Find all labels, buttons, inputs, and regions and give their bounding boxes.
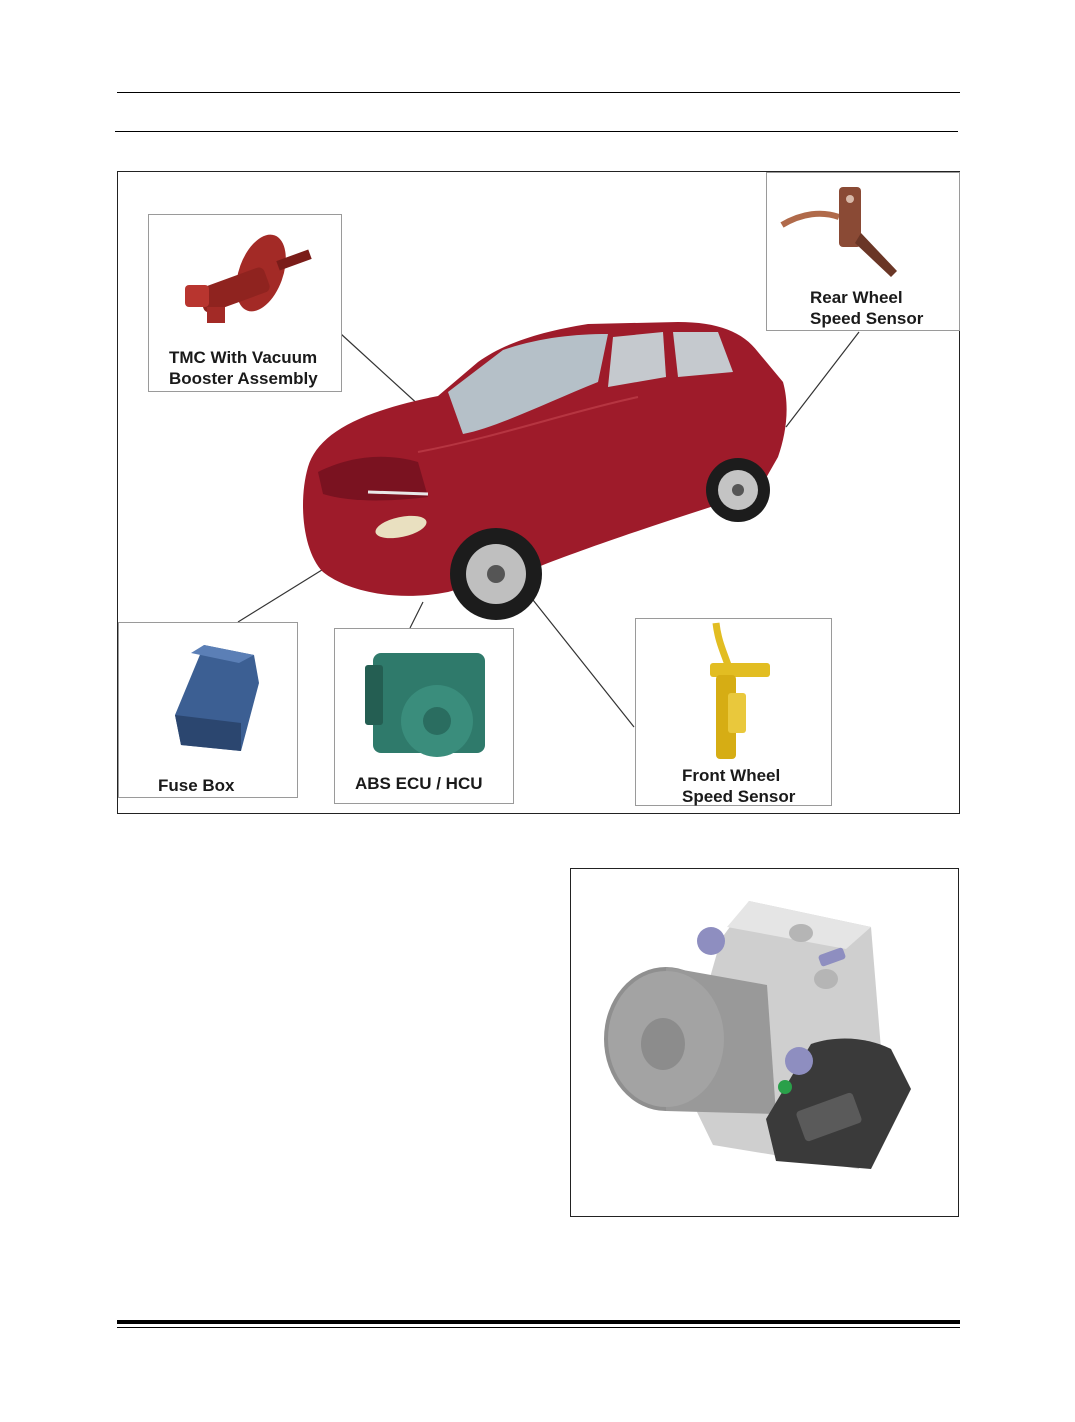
footer-rule-thick	[117, 1320, 960, 1324]
callout-front-wheel-speed-sensor: Front Wheel Speed Sensor	[635, 618, 832, 806]
callout-abs-ecu-hcu: ABS ECU / HCU	[334, 628, 514, 804]
rear-wheel-sensor-icon	[780, 187, 897, 277]
front-wheel-sensor-icon	[710, 622, 770, 759]
car-wheels	[450, 458, 770, 620]
tmc-booster-icon	[185, 234, 312, 323]
car-body	[303, 322, 787, 596]
bolt-group	[697, 927, 846, 1075]
abs-modulator-figure	[570, 868, 959, 1217]
callout-tmc-vacuum-booster: TMC With Vacuum Booster Assembly	[148, 214, 342, 392]
car-illustration	[237, 322, 860, 728]
callout-abs-ecu-label: ABS ECU / HCU	[355, 774, 483, 793]
abs-ecu-icon	[365, 653, 485, 757]
abs-modulator-illustration	[604, 901, 911, 1169]
header-rule-top	[117, 92, 960, 93]
component-location-figure: TMC With Vacuum Booster Assembly Rear Wh…	[117, 171, 960, 814]
callout-fuse-box-label: Fuse Box	[158, 776, 235, 795]
callout-rear-sensor-label: Rear Wheel Speed Sensor	[810, 288, 924, 328]
footer-rule-thin	[117, 1327, 960, 1328]
callout-fuse-box: Fuse Box	[118, 622, 298, 798]
callout-tmc-label: TMC With Vacuum Booster Assembly	[169, 348, 318, 388]
callout-rear-wheel-speed-sensor: Rear Wheel Speed Sensor	[766, 172, 960, 331]
callout-front-sensor-label: Front Wheel Speed Sensor	[682, 766, 796, 806]
header-rule-bottom	[115, 131, 958, 132]
fuse-box-icon	[175, 645, 259, 751]
